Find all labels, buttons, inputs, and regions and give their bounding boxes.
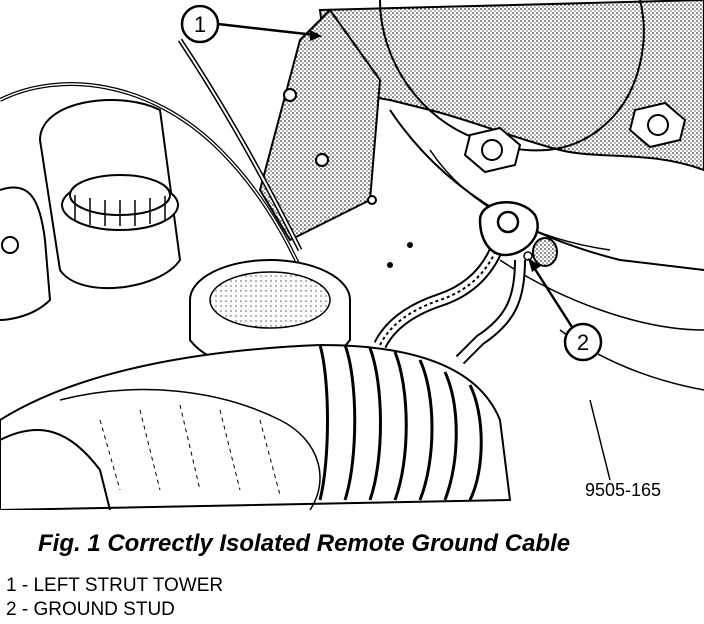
legend-item: 1 - LEFT STRUT TOWER [6, 575, 224, 596]
bracket-bolt [283, 88, 413, 268]
master-cylinder-reservoir [0, 99, 182, 321]
figure-id: 9505-165 [585, 480, 662, 500]
callout-number: 2 [577, 330, 589, 355]
legend-item: 2 - GROUND STUD [6, 599, 175, 620]
ground-cable [373, 237, 526, 365]
legend: 1 - LEFT STRUT TOWER 2 - GROUND STUD [6, 574, 223, 622]
strut-nut [463, 126, 522, 174]
callout-number: 1 [194, 12, 206, 37]
strut-nut [628, 101, 687, 149]
air-intake-housing [189, 259, 351, 371]
callout-1: 1 [180, 4, 322, 44]
ground-stud [478, 201, 558, 267]
figure-caption: Fig. 1 Correctly Isolated Remote Ground … [38, 530, 571, 557]
air-intake-duct [0, 343, 512, 510]
left-strut-tower [258, 0, 704, 481]
callout-2: 2 [528, 258, 603, 362]
engine-bay-illustration: 1 2 [0, 0, 704, 510]
